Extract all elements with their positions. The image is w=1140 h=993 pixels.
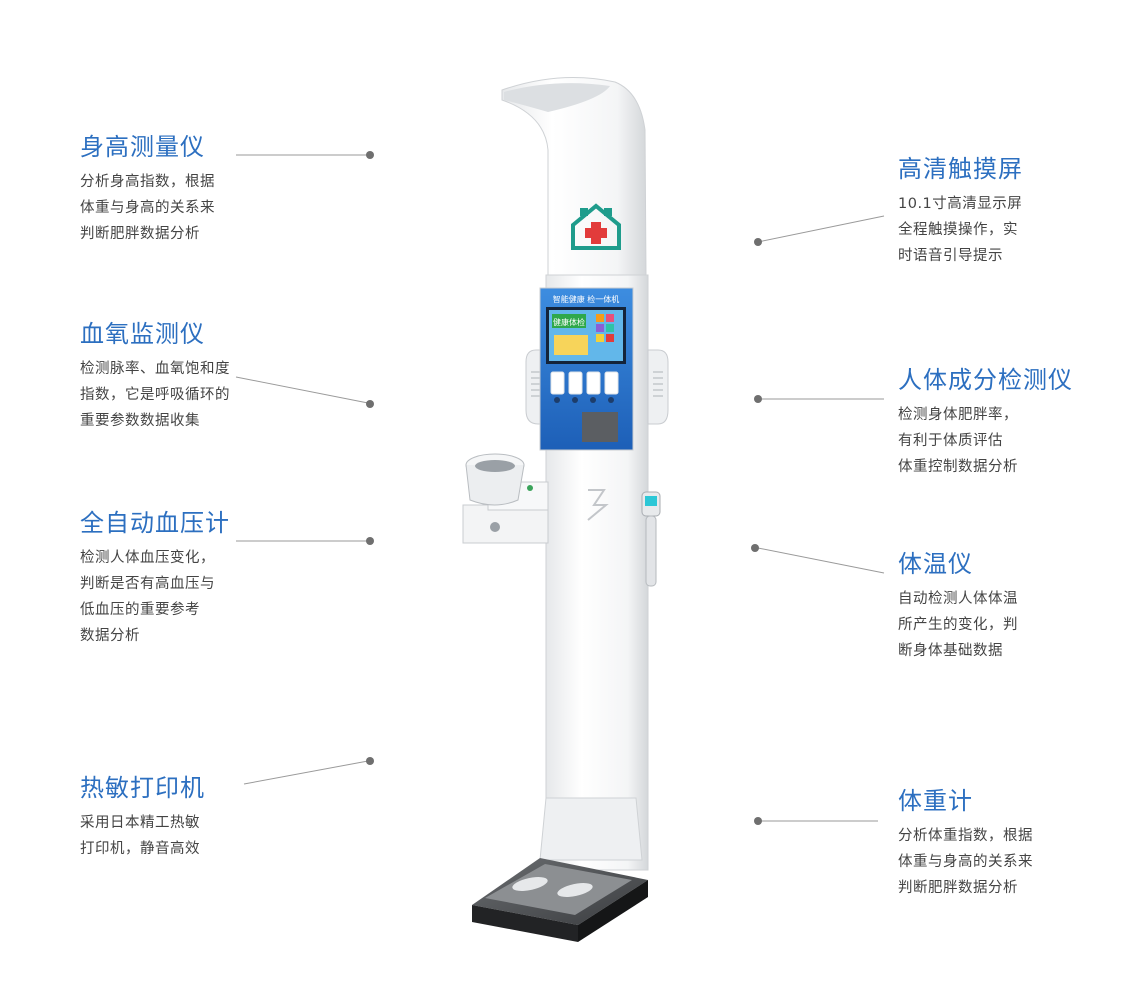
- feature-desc: 检测身体肥胖率， 有利于体质评估 体重控制数据分析: [898, 407, 1018, 475]
- feature-height-meter: 身高测量仪 分析身高指数，根据 体重与身高的关系来 判断肥胖数据分析: [80, 131, 215, 247]
- feature-desc: 分析体重指数，根据 体重与身高的关系来 判断肥胖数据分析: [898, 828, 1033, 896]
- right-handle: [647, 349, 669, 425]
- feature-title: 高清触摸屏: [898, 155, 1023, 183]
- callout-line-printer: [243, 760, 369, 785]
- column-base: [539, 797, 643, 861]
- feature-blood-pressure: 全自动血压计 检测人体血压变化， 判断是否有高血压与 低血压的重要参考 数据分析: [80, 507, 230, 649]
- blood-pressure-unit: [462, 453, 549, 544]
- feature-thermometer: 体温仪 自动检测人体体温 所产生的变化，判 断身体基础数据: [898, 548, 1018, 664]
- feature-title: 热敏打印机: [80, 774, 205, 802]
- callout-dot: [754, 817, 762, 825]
- callout-lines: [235, 154, 885, 822]
- callout-line-oxygen: [235, 376, 369, 404]
- feature-title: 体温仪: [898, 550, 973, 578]
- feature-desc: 自动检测人体体温 所产生的变化，判 断身体基础数据: [898, 591, 1018, 659]
- callout-line-screen: [757, 215, 885, 243]
- hospital-logo-icon: [571, 203, 621, 250]
- callout-dots: [366, 151, 762, 825]
- callout-dot: [754, 395, 762, 403]
- callout-dot: [366, 400, 374, 408]
- callout-dot: [754, 238, 762, 246]
- weighing-platform: [472, 858, 648, 942]
- feature-desc: 检测人体血压变化， 判断是否有高血压与 低血压的重要参考 数据分析: [80, 550, 215, 644]
- feature-title: 全自动血压计: [80, 509, 230, 537]
- feature-weight-scale: 体重计 分析体重指数，根据 体重与身高的关系来 判断肥胖数据分析: [898, 785, 1033, 901]
- brand-mark-icon: [587, 489, 609, 521]
- callout-dot: [751, 544, 759, 552]
- feature-title: 身高测量仪: [80, 133, 205, 161]
- thermometer: [641, 491, 661, 587]
- callout-line-temp: [757, 547, 885, 574]
- feature-title: 人体成分检测仪: [898, 366, 1073, 394]
- callout-dot: [366, 757, 374, 765]
- feature-desc: 10.1寸高清显示屏 全程触摸操作，实 时语音引导提示: [898, 196, 1023, 264]
- feature-touch-screen: 高清触摸屏 10.1寸高清显示屏 全程触摸操作，实 时语音引导提示: [898, 153, 1023, 269]
- panel-title: 智能健康 检一体机: [553, 294, 620, 304]
- control-panel: 智能健康 检一体机 健康体检: [539, 287, 634, 451]
- feature-body-composition: 人体成分检测仪 检测身体肥胖率， 有利于体质评估 体重控制数据分析: [898, 364, 1073, 480]
- feature-desc: 分析身高指数，根据 体重与身高的关系来 判断肥胖数据分析: [80, 174, 215, 242]
- height-measuring-head: [501, 77, 647, 276]
- feature-title: 体重计: [898, 787, 973, 815]
- callout-dot: [366, 537, 374, 545]
- feature-title: 血氧监测仪: [80, 320, 205, 348]
- feature-desc: 采用日本精工热敏 打印机，静音高效: [80, 815, 200, 857]
- feature-blood-oxygen: 血氧监测仪 检测脉率、血氧饱和度 指数，它是呼吸循环的 重要参数数据收集: [80, 318, 230, 434]
- feature-desc: 检测脉率、血氧饱和度 指数，它是呼吸循环的 重要参数数据收集: [80, 361, 230, 429]
- callout-dot: [366, 151, 374, 159]
- feature-thermal-printer: 热敏打印机 采用日本精工热敏 打印机，静音高效: [80, 772, 205, 862]
- screen-banner-text: 健康体检: [553, 317, 585, 327]
